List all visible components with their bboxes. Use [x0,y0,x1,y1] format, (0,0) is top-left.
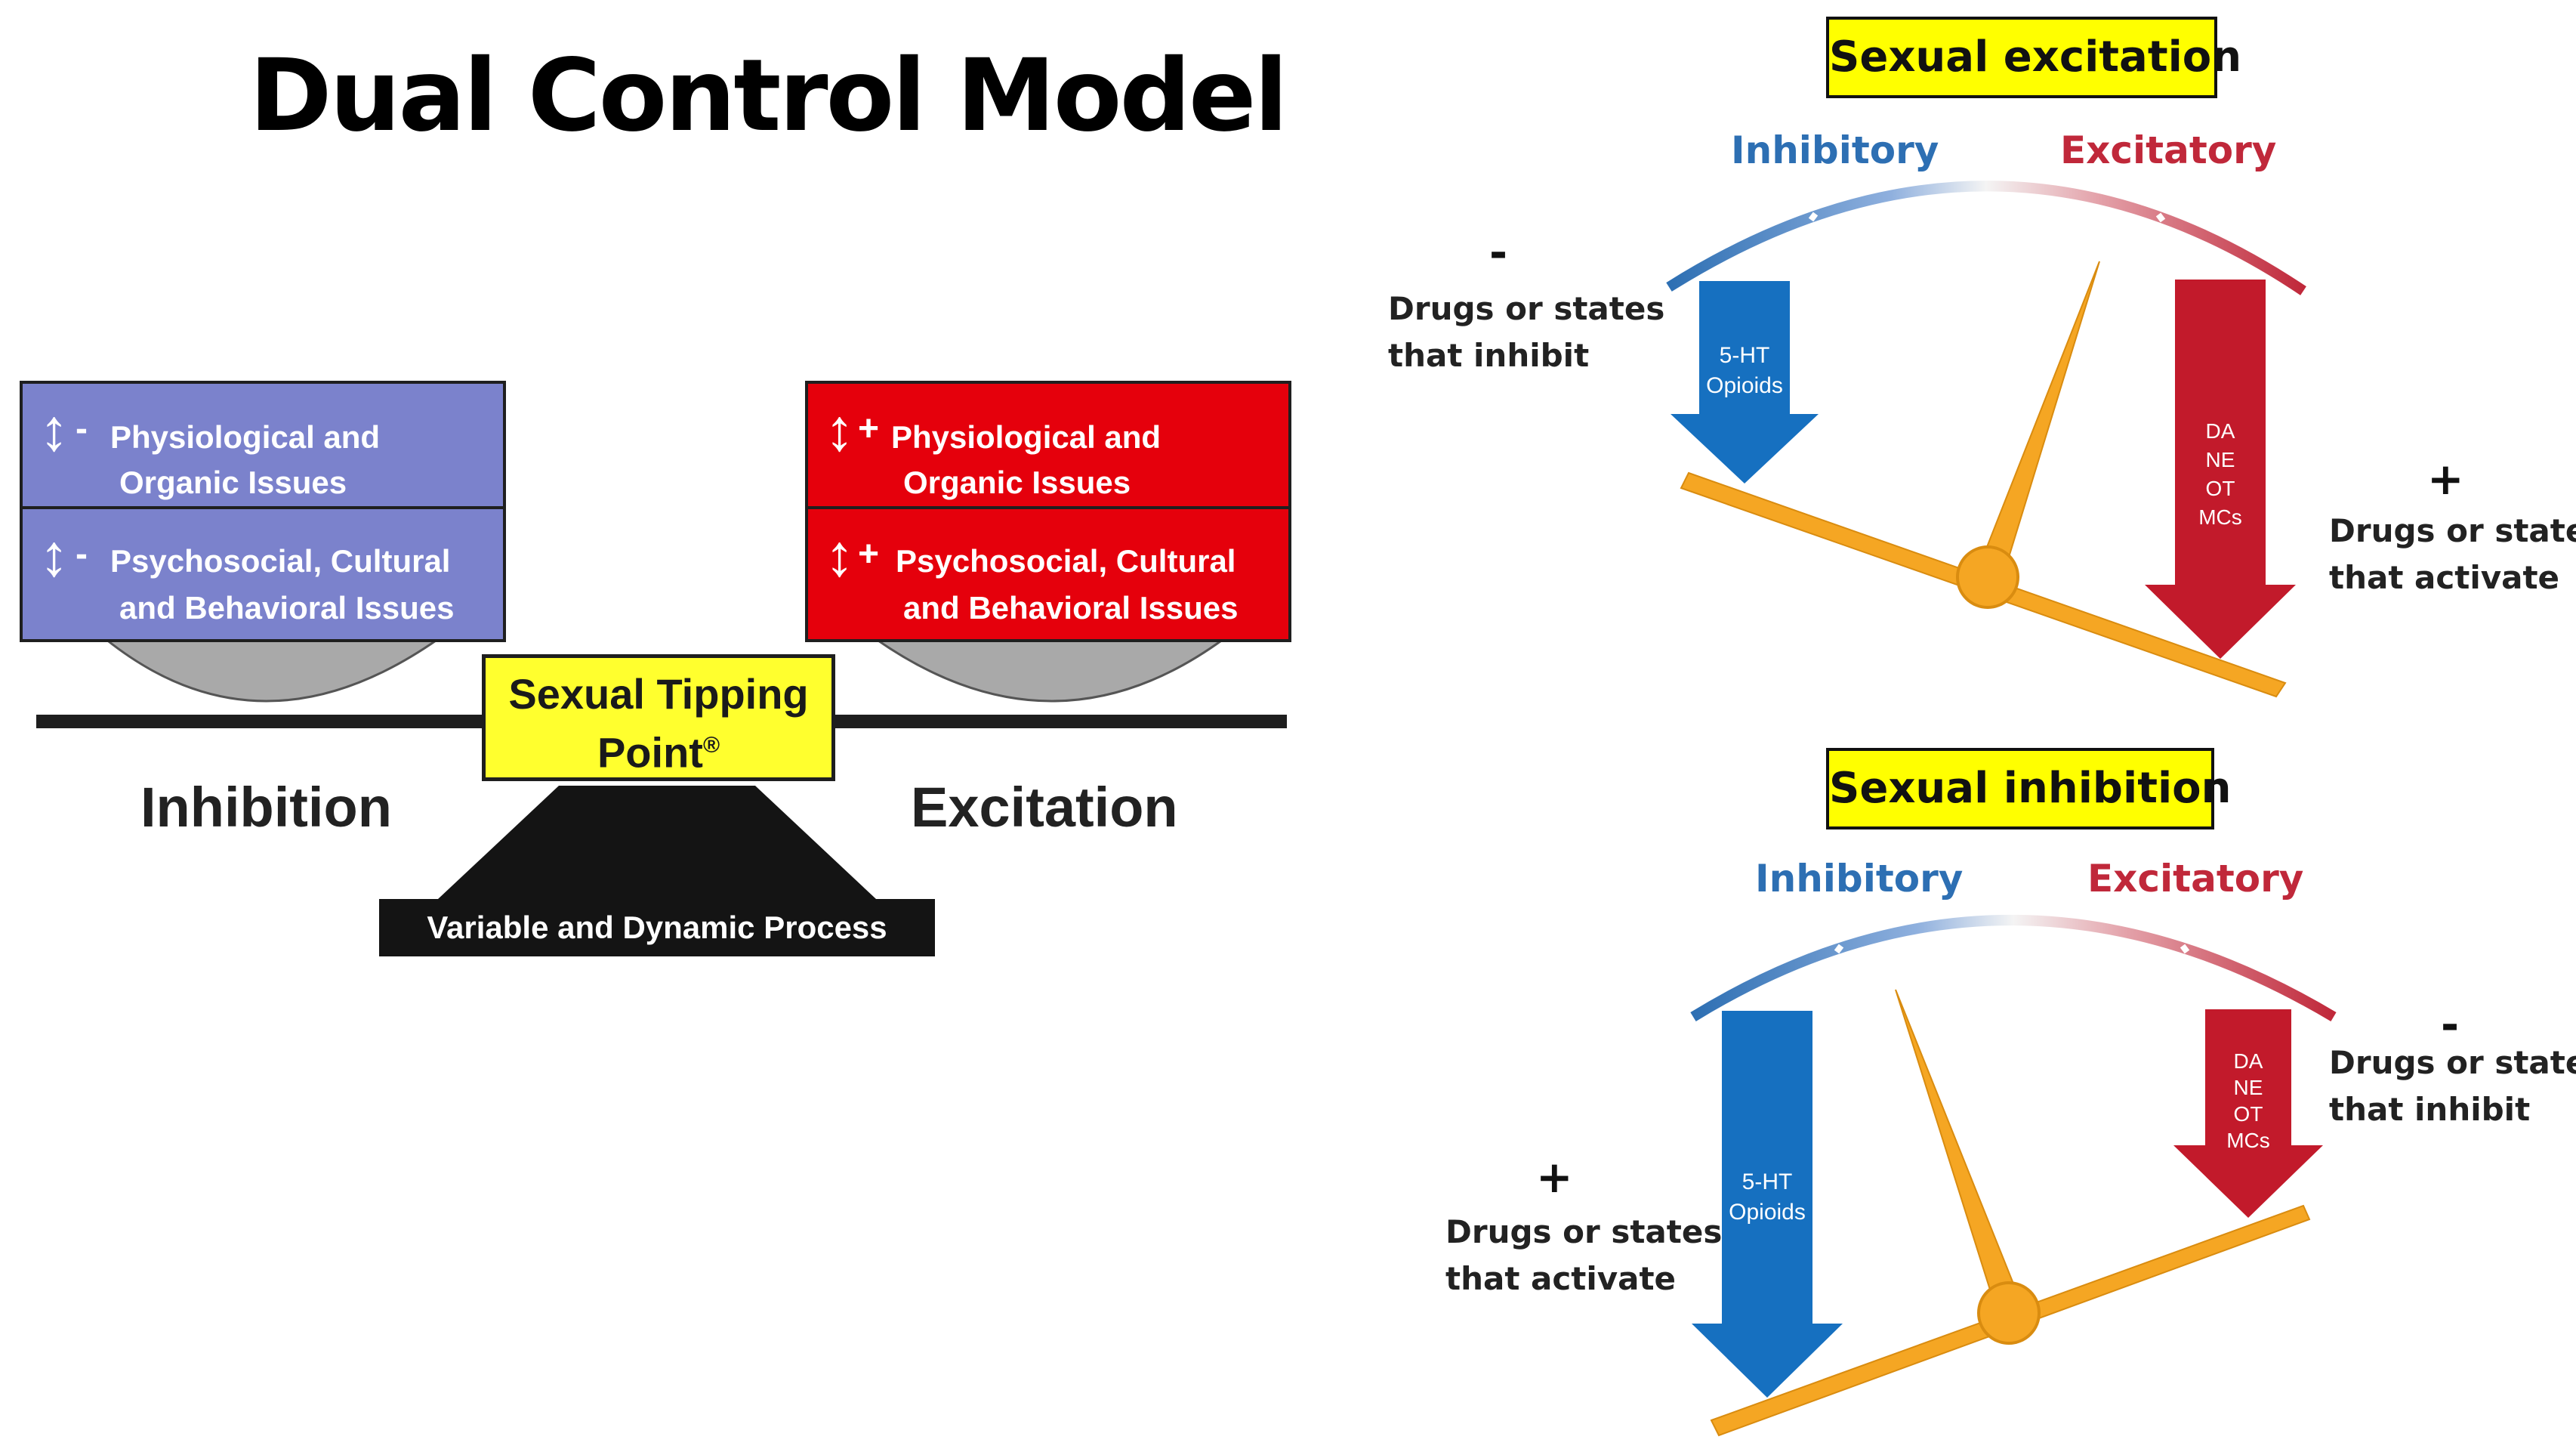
page-title: Dual Control Model [249,38,1288,154]
g2-right-arrow-label-2: NE [2234,1076,2263,1099]
up-down-arrow-icon: ↕ [39,397,69,463]
minus-sign: - [76,409,88,449]
inhibition-physiological-block: ↕ - Physiological and Organic Issues [20,381,506,509]
excitation-label: Excitation [911,776,1178,839]
tipping-point-line1: Sexual Tipping [508,670,809,718]
note-line: that inhibit [2329,1091,2531,1128]
inhibition-psychosocial-block: ↕ - Psychosocial, Cultural and Behaviora… [20,506,506,642]
g1-right-note: Drugs or states that activate [2329,508,2576,601]
plus-sign: + [858,409,880,449]
blue-down-arrow-icon [1671,281,1819,483]
sexual-excitation-title: Sexual excitation [1826,17,2241,98]
g2-right-note: Drugs or states that inhibit [2329,1040,2576,1133]
red-down-arrow-icon [2173,1009,2323,1218]
up-down-arrow-icon: ↕ [39,522,69,589]
g2-right-arrow-label-3: OT [2234,1102,2263,1126]
g1-left-note: Drugs or states that inhibit [1388,286,1664,379]
blue-down-arrow-icon [1692,1011,1843,1398]
registered-mark: ® [702,733,720,758]
excitation-gauge [1666,181,2306,698]
block-text-line1: Physiological and [110,419,381,455]
g1-right-arrow-label-2: NE [2206,448,2235,471]
plus-sign: + [858,534,880,574]
g2-right-arrow-label-1: DA [2234,1049,2263,1073]
arc-tick [1808,212,1819,222]
g1-right-arrow-label-1: DA [2206,419,2235,443]
arrow-labels: 5-HT Opioids DA NE OT MCs 5-HT Opioids D… [1706,343,2270,1225]
arc-tick [2180,944,2190,954]
gauge-needle [1974,261,2100,583]
note-line: Drugs or states [2329,1044,2576,1081]
tipping-point-line2: Point [597,728,703,777]
excitation-psychosocial-block: ↕ + Psychosocial, Cultural and Behaviora… [805,506,1291,642]
block-text-line2: and Behavioral Issues [119,590,455,626]
fulcrum-base [438,786,876,899]
inhibition-label: Inhibition [140,776,392,839]
needle-pivot [1977,1281,2041,1345]
block-text-line2: and Behavioral Issues [903,590,1239,626]
note-line: Drugs or states [1445,1213,1723,1250]
note-line: Drugs or states [1388,290,1665,327]
minus-sign: - [76,534,88,574]
gauge-needle [1895,989,2025,1318]
up-down-arrow-icon: ↕ [825,522,854,589]
up-down-arrow-icon: ↕ [825,397,854,463]
g1-inhibitory-label: Inhibitory [1731,128,1939,172]
note-line: that activate [1445,1260,1677,1297]
g2-left-arrow-label-2: Opioids [1729,1200,1806,1225]
g1-left-sign: - [1489,227,1508,278]
g2-left-note: Drugs or states that activate [1445,1209,1722,1302]
g1-left-arrow-label-1: 5-HT [1720,343,1770,368]
note-line: Drugs or states [2329,512,2576,549]
g1-right-arrow-label-4: MCs [2198,505,2242,529]
gauge-arc [1666,181,2306,295]
block-text-line1: Psychosocial, Cultural [110,543,451,579]
needle-pivot [1956,545,2019,609]
g2-excitatory-label: Excitatory [2087,857,2304,901]
g2-inhibitory-label: Inhibitory [1755,857,1964,901]
g2-right-sign: - [2441,999,2460,1050]
g2-left-sign: + [1536,1151,1573,1203]
inhibition-dome [102,638,442,703]
note-line: that inhibit [1388,337,1590,374]
g1-excitatory-label: Excitatory [2060,128,2277,172]
gauge-arc [1690,915,2337,1022]
g2-left-arrow-label-1: 5-HT [1742,1169,1793,1194]
g2-right-arrow-label-4: MCs [2226,1129,2270,1152]
g1-right-sign: + [2427,453,2464,505]
sexual-inhibition-title: Sexual inhibition [1826,748,2232,829]
balance-domes [102,638,1227,899]
sexual-tipping-point-box: Sexual Tipping Point® [482,654,835,781]
red-down-arrow-icon [2145,280,2296,659]
variable-dynamic-process-label: Variable and Dynamic Process [379,899,935,956]
block-text-line1: Psychosocial, Cultural [896,543,1236,579]
inhibition-gauge [1690,915,2337,1437]
arc-tick [2155,212,2166,223]
g1-left-arrow-label-2: Opioids [1706,373,1783,398]
note-line: that activate [2329,559,2560,596]
excitation-dome [872,638,1227,703]
arc-tick [1834,944,1844,954]
block-text-line1: Physiological and [891,419,1162,455]
block-text-line2: Organic Issues [903,465,1131,500]
g1-right-arrow-label-3: OT [2206,477,2235,500]
block-text-line2: Organic Issues [119,465,347,500]
